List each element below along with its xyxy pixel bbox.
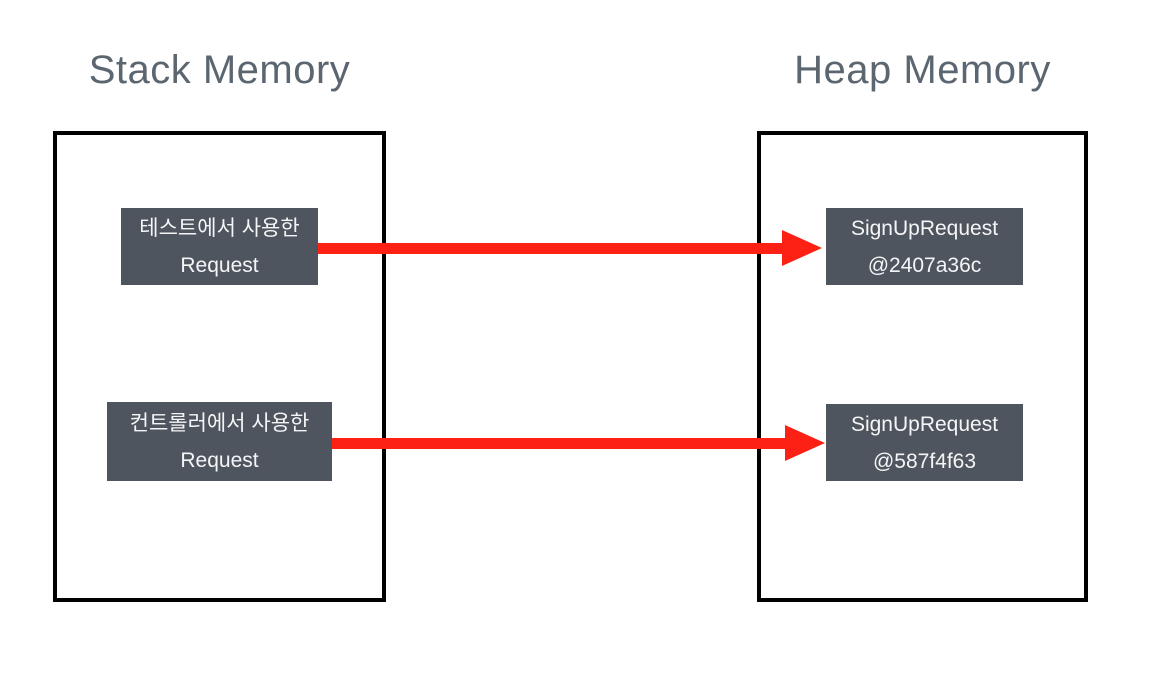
stack-node-controller-request-line2: Request bbox=[180, 448, 259, 472]
arrow-test-to-heap-head-icon bbox=[782, 230, 822, 266]
arrow-controller-to-heap-shaft bbox=[332, 438, 787, 449]
stack-node-controller-request-line1: 컨트롤러에서 사용한 bbox=[129, 411, 310, 435]
stack-node-test-request: 테스트에서 사용한 Request bbox=[121, 208, 318, 285]
stack-node-test-request-line1: 테스트에서 사용한 bbox=[139, 216, 300, 240]
stack-node-controller-request: 컨트롤러에서 사용한 Request bbox=[107, 402, 332, 481]
heap-node-2-line2: @587f4f63 bbox=[872, 449, 977, 473]
heap-node-signuprequest-587f4f63: SignUpRequest @587f4f63 bbox=[826, 404, 1023, 481]
stack-memory-title: Stack Memory bbox=[88, 48, 351, 92]
heap-node-1-line2: @2407a36c bbox=[867, 253, 982, 277]
heap-memory-title: Heap Memory bbox=[794, 48, 1051, 92]
heap-node-1-line1: SignUpRequest bbox=[850, 216, 999, 240]
stack-node-test-request-line2: Request bbox=[180, 253, 259, 277]
heap-memory-region bbox=[757, 131, 1088, 602]
arrow-test-to-heap-shaft bbox=[318, 243, 784, 254]
heap-node-2-line1: SignUpRequest bbox=[850, 412, 999, 436]
stack-memory-region bbox=[53, 131, 386, 602]
heap-node-signuprequest-2407a36c: SignUpRequest @2407a36c bbox=[826, 208, 1023, 285]
arrow-controller-to-heap-head-icon bbox=[785, 425, 825, 461]
